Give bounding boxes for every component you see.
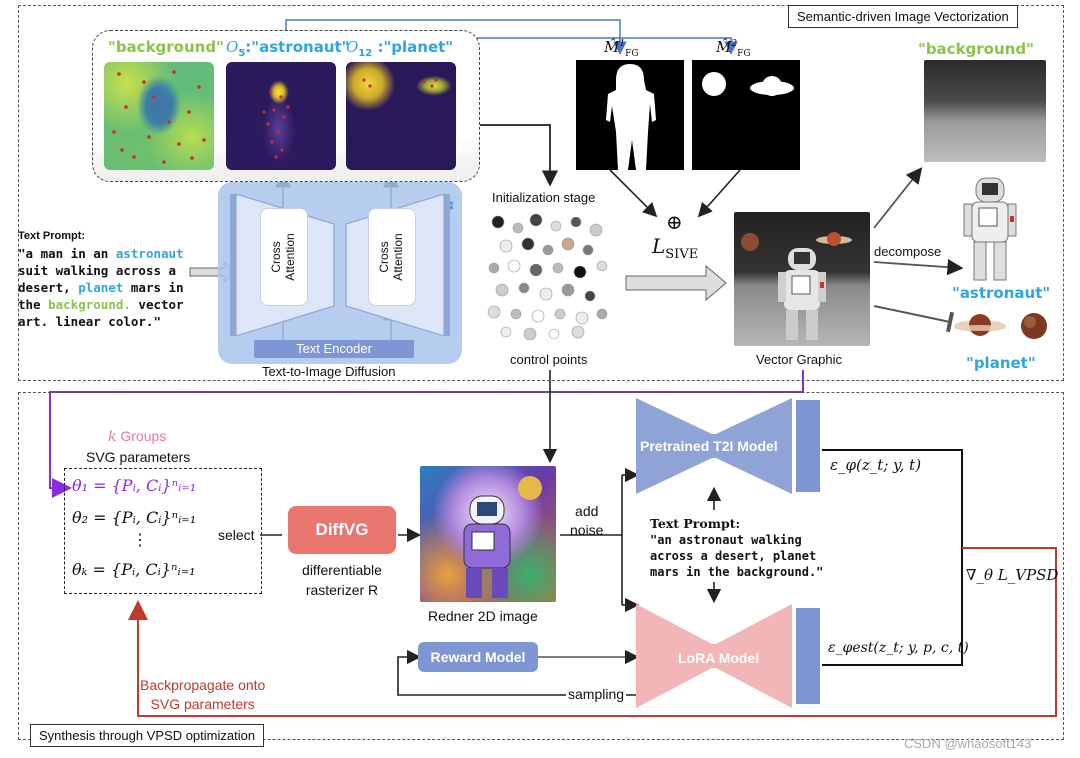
output-background-image (924, 60, 1046, 162)
add-noise-label: add noise (570, 503, 604, 538)
attn-label-background: "background" (108, 38, 224, 56)
top-section-frame (18, 5, 1064, 381)
theta-2[interactable]: θ₂ = {Pᵢ, Cᵢ}ⁿᵢ₌₁ (72, 508, 197, 527)
output-label-planet: "planet" (966, 354, 1036, 372)
mask-astronaut (576, 60, 684, 170)
attn-points-astronaut (262, 90, 290, 159)
decompose-label: decompose (874, 244, 942, 259)
attn-points-background (112, 70, 206, 164)
text-prompt-bottom: Text Prompt: "an astronaut walking acros… (650, 516, 824, 579)
backprop-label: Backpropagate onto SVG parameters (140, 677, 266, 712)
prompt-heading: Text Prompt: (18, 230, 86, 242)
cross-attention-label-1: Cross Attention (269, 233, 297, 281)
output-planet-image (954, 313, 1047, 339)
text-encoder-bar: Text Encoder (254, 340, 414, 358)
backprop-loop (128, 547, 1057, 717)
mask-label-1: M̂1FG (604, 38, 639, 59)
diffusion-label: Text-to-Image Diffusion (262, 364, 396, 379)
render-label: Redner 2D image (428, 608, 538, 624)
reward-model-button[interactable]: Reward Model (418, 642, 538, 672)
output-label-astronaut: "astronaut" (952, 284, 1051, 302)
pretrained-model-shape (636, 398, 820, 494)
select-text: select (216, 527, 257, 543)
text-prompt-top: Text Prompt: "a man in an astronaut suit… (18, 228, 193, 330)
svg-params-box (64, 468, 262, 594)
theta-1[interactable]: θ₁ = {Pᵢ, Cᵢ}ⁿᵢ₌₁ (72, 476, 197, 495)
prompt-word-astronaut: astronaut (115, 246, 184, 261)
eps-phi-label: ε_φ(z_t; y, t) (830, 456, 922, 474)
theta-k[interactable]: θₖ = {Pᵢ, Cᵢ}ⁿᵢ₌₁ (72, 560, 196, 579)
diffvg-button[interactable]: DiffVG (288, 506, 396, 554)
rendered-2d-image (420, 466, 556, 602)
attn-label-astronaut: O5:"astronaut" (226, 38, 350, 59)
svg-params-label: SVG parameters (86, 449, 191, 465)
control-points-label: control points (510, 352, 588, 367)
watermark: CSDN @whaosoft143 (904, 736, 1032, 751)
astronaut-silhouette (606, 64, 656, 170)
mask-label-2: M̂2FG (716, 38, 751, 59)
lora-model-label[interactable]: LoRA Model (678, 650, 760, 666)
rendered-scene (463, 476, 542, 598)
init-stage-label: Initialization stage (492, 190, 596, 205)
vdots: ⋮ (132, 530, 148, 549)
top-section-title: Semantic-driven Image Vectorization (788, 5, 1018, 28)
oplus-symbol: ⊕ (666, 210, 683, 234)
attn-map-planet (346, 62, 456, 170)
attn-label-planet: O12 :"planet" (346, 38, 454, 59)
planet-silhouette (702, 72, 794, 96)
bottom-section-frame (18, 392, 1064, 740)
prompt-word-background: background. (48, 297, 131, 312)
output-label-background: "background" (918, 40, 1034, 58)
eps-est-label: ε_φest(z_t; y, p, c, t) (828, 640, 969, 656)
loss-sive: LSIVE (652, 234, 699, 262)
attn-to-init-arrow (480, 124, 559, 187)
bottom-section-title: Synthesis through VPSD optimization (30, 724, 265, 747)
output-astronaut-image (963, 177, 1017, 281)
pretrained-model-label[interactable]: Pretrained T2I Model (640, 438, 778, 454)
mask-planet (692, 60, 800, 170)
vector-graphic-image (734, 212, 870, 346)
control-points-cloud (487, 213, 608, 340)
cross-attention-label-2: Cross Attention (377, 233, 405, 281)
rasterizer-label: differentiable rasterizer R (302, 562, 382, 598)
cross-attention-block-2 (368, 208, 416, 306)
vector-graphic-scene (741, 232, 852, 340)
prompt-word-planet: planet (78, 280, 124, 295)
attn-map-astronaut (226, 62, 336, 170)
sampling-label: sampling (566, 686, 627, 702)
cross-attention-block-1 (260, 208, 308, 306)
k-groups-label: k Groups (108, 428, 167, 445)
attn-map-background (104, 62, 214, 170)
lora-model-shape (636, 604, 820, 708)
grad-vpsd-label: ∇_θ L_VPSD (966, 566, 1059, 584)
attn-points-planet (362, 78, 438, 88)
vector-graphic-label: Vector Graphic (756, 352, 842, 367)
